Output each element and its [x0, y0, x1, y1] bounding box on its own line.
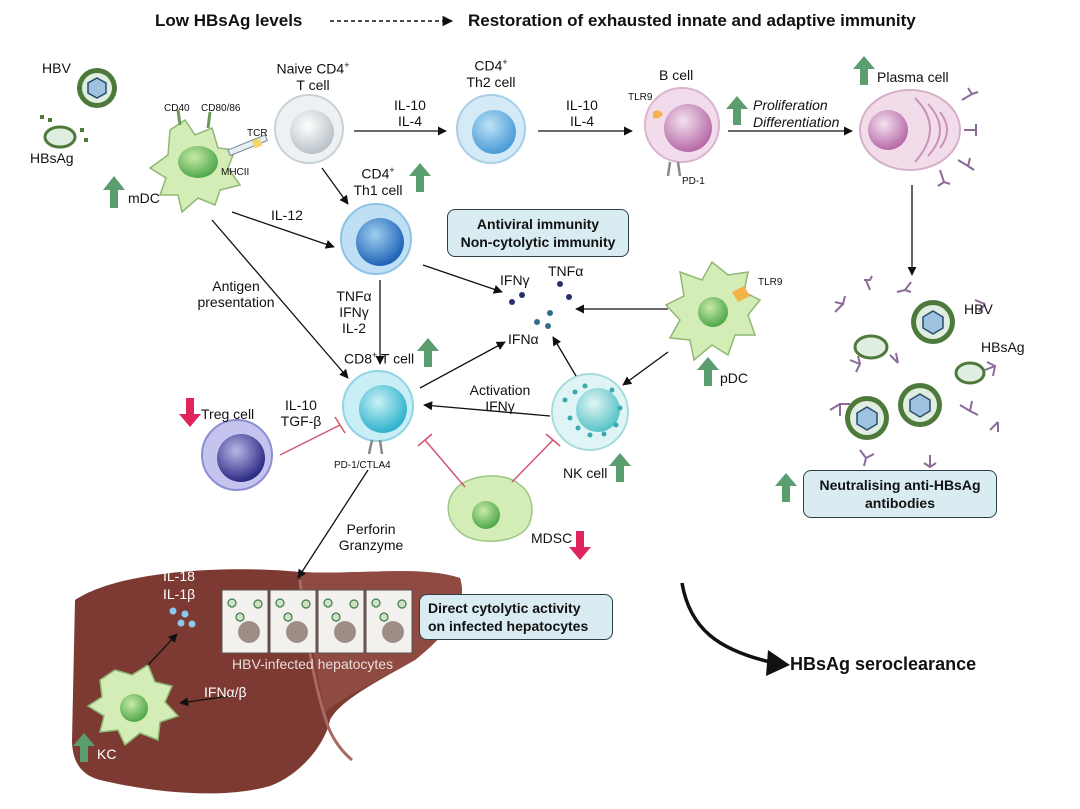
cd80-86-label: CD80/86 — [201, 103, 241, 114]
mdsc-cell-icon — [447, 475, 533, 542]
pd1-b-label: PD-1 — [682, 176, 705, 187]
pd1-ctla4-label: PD-1/CTLA4 — [334, 460, 391, 471]
mdc-label: mDC — [128, 190, 160, 206]
il12-label: IL-12 — [271, 207, 303, 223]
hbsag-particle-icon — [40, 115, 88, 149]
hepatocyte-group — [221, 589, 413, 654]
ifnab-label: IFNα/β — [204, 684, 247, 700]
th2-label: CD4+Th2 cell — [466, 57, 516, 90]
naive-cd4-t-cell-icon — [274, 94, 344, 164]
cd8-label: CD8+ T cell — [344, 350, 415, 367]
il18-label: IL-18 — [163, 568, 195, 584]
trend-arrows — [73, 56, 875, 762]
cytokine-dots — [509, 281, 572, 329]
treg-label: Treg cell — [201, 406, 255, 422]
th1-label: CD4+Th1 cell — [353, 165, 403, 198]
nk-cell-label: NK cell — [563, 465, 608, 481]
tlr9-pdc-label: TLR9 — [758, 277, 783, 288]
il18-dots — [169, 607, 196, 628]
cd8-t-cell-icon — [342, 370, 414, 455]
mhcii-label: MHCII — [221, 167, 250, 178]
seroclearance-outcome: HBsAg seroclearance — [790, 654, 977, 674]
cd40-label: CD40 — [164, 103, 190, 114]
mdc-cell-icon — [148, 109, 268, 214]
tnfa-center-label: TNFα — [548, 263, 584, 279]
treg-cell-icon — [201, 419, 273, 491]
b-cell-label: B cell — [659, 67, 694, 83]
pdc-label: pDC — [720, 370, 749, 386]
pdc-cell-icon — [664, 260, 762, 362]
th2-cell-icon — [456, 94, 526, 164]
differentiation-label: Differentiation — [753, 114, 840, 130]
ifng-center-label: IFNγ — [500, 272, 530, 288]
th1-cell-icon — [340, 203, 412, 275]
hbv-virion-icon — [77, 68, 117, 108]
hepatocytes-label: HBV-infected hepatocytes — [232, 656, 394, 672]
ifna-center-label: IFNα — [508, 331, 539, 347]
il1b-label: IL-1β — [163, 586, 196, 602]
naive-cd4-label: Naive CD4+T cell — [276, 60, 350, 93]
plasma-cell-label: Plasma cell — [877, 69, 949, 85]
b-cell-icon — [644, 87, 720, 177]
tcr-label: TCR — [247, 128, 268, 139]
header-left: Low HBsAg levels — [155, 11, 303, 30]
header-right: Restoration of exhausted innate and adap… — [468, 11, 916, 30]
hbv-cluster-virions — [845, 300, 986, 440]
plasma-cell-icon — [859, 87, 979, 187]
hbsag-label: HBsAg — [30, 150, 74, 166]
nk-cell-icon — [551, 373, 629, 451]
kc-label: KC — [97, 746, 117, 762]
hbv-label: HBV — [42, 60, 71, 76]
mdsc-label: MDSC — [531, 530, 573, 546]
hbv-right-label: HBV — [964, 301, 993, 317]
hbsag-right-label: HBsAg — [981, 339, 1025, 355]
proliferation-label: Proliferation — [753, 97, 828, 113]
tlr9-b-label: TLR9 — [628, 92, 653, 103]
kc-cell-icon — [86, 663, 180, 747]
